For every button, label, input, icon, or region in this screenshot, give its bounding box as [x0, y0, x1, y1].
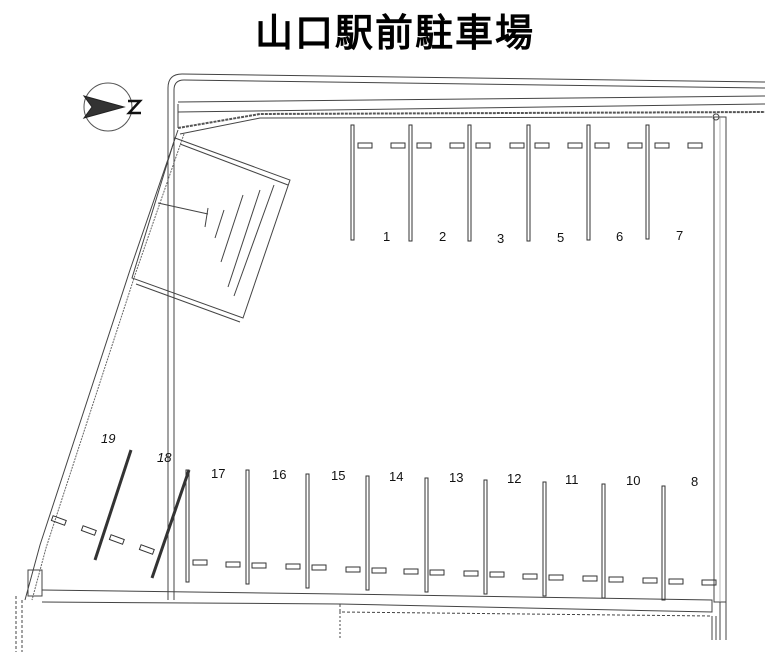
space-label: 16 [272, 467, 286, 482]
space-label: 10 [626, 473, 640, 488]
space-label: 2 [439, 229, 446, 244]
space-label: 17 [211, 466, 225, 481]
space-label: 7 [676, 228, 683, 243]
space-label: 1 [383, 229, 390, 244]
north-arrow-icon [82, 82, 143, 132]
top-row-labels: 1 2 3 5 6 7 [383, 228, 683, 246]
space-label: 11 [565, 472, 579, 487]
space-label: 19 [101, 431, 115, 446]
space-label: 12 [507, 471, 521, 486]
page-title: 山口駅前駐車場 [254, 11, 535, 55]
space-label: 8 [691, 474, 698, 489]
space-label: 14 [389, 469, 403, 484]
space-label: 3 [497, 231, 504, 246]
space-label: 18 [157, 450, 172, 465]
space-label: 6 [616, 229, 623, 244]
space-label: 13 [449, 470, 463, 485]
bottom-row-labels: 19 18 17 16 15 14 13 12 11 10 8 [101, 431, 698, 489]
space-label: 15 [331, 468, 345, 483]
space-label: 5 [557, 230, 564, 245]
